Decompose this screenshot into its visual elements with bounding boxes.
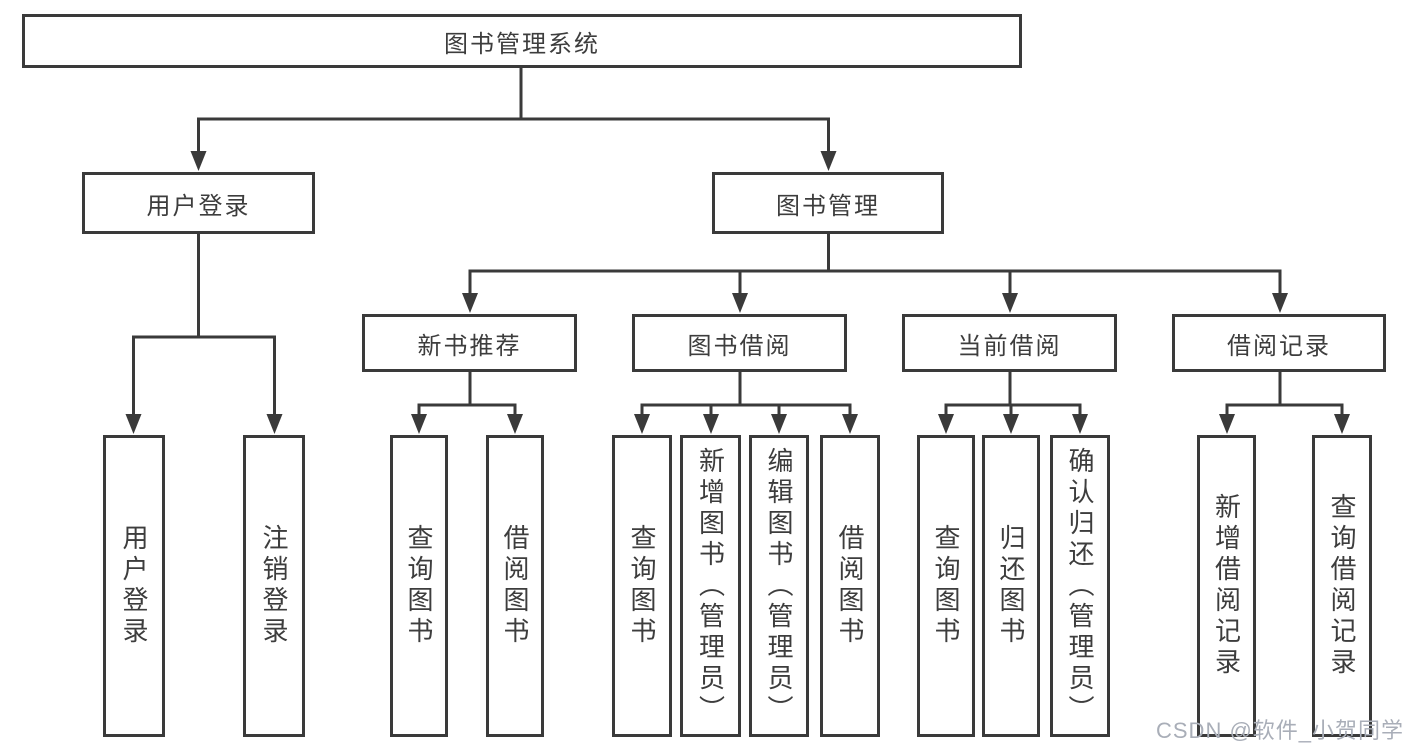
node-label: 查询图书 (931, 524, 961, 648)
node-label: 图书管理系统 (444, 30, 600, 58)
leaf-logout: 注销登录 (243, 435, 305, 737)
node-root-system: 图书管理系统 (22, 14, 1022, 68)
leaf-user-login: 用户登录 (103, 435, 165, 737)
node-label: 查询借阅记录 (1327, 493, 1357, 679)
node-label: 查询图书 (404, 524, 434, 648)
leaf-confirm-return-admin: 确认归还（管理员） (1050, 435, 1110, 737)
node-label: 查询图书 (627, 524, 657, 648)
node-book-borrow: 图书借阅 (632, 314, 847, 372)
leaf-query-books-current: 查询图书 (917, 435, 975, 737)
node-user-login: 用户登录 (82, 172, 315, 234)
leaf-borrow-books-recommend: 借阅图书 (486, 435, 544, 737)
leaf-add-borrow-record: 新增借阅记录 (1197, 435, 1256, 737)
node-label: 图书管理 (776, 192, 880, 220)
csdn-watermark: CSDN @软件_小贺同学 (1156, 718, 1405, 743)
node-new-book-recommend: 新书推荐 (362, 314, 577, 372)
node-label: 借阅图书 (500, 524, 530, 648)
node-label: 新书推荐 (417, 332, 522, 360)
node-label: 归还图书 (996, 524, 1026, 648)
leaf-borrow-books: 借阅图书 (820, 435, 880, 737)
leaf-return-books: 归还图书 (982, 435, 1040, 737)
node-current-borrow: 当前借阅 (902, 314, 1117, 372)
node-label: 新增图书（管理员） (695, 446, 726, 726)
node-label: 图书借阅 (687, 332, 792, 360)
leaf-query-borrow-record: 查询借阅记录 (1312, 435, 1372, 737)
node-label: 借阅记录 (1227, 332, 1331, 360)
node-label: 确认归还（管理员） (1065, 446, 1095, 726)
node-label: 新增借阅记录 (1211, 493, 1242, 679)
node-label: 注销登录 (259, 524, 289, 648)
leaf-add-book-admin: 新增图书（管理员） (680, 435, 741, 737)
node-book-management: 图书管理 (712, 172, 944, 234)
node-label: 当前借阅 (957, 332, 1062, 360)
node-label: 用户登录 (119, 524, 149, 648)
leaf-query-books-borrow: 查询图书 (612, 435, 672, 737)
node-label: 用户登录 (146, 192, 251, 220)
node-label: 编辑图书（管理员） (764, 446, 794, 726)
node-borrow-records: 借阅记录 (1172, 314, 1386, 372)
node-label: 借阅图书 (835, 524, 865, 648)
leaf-edit-book-admin: 编辑图书（管理员） (749, 435, 809, 737)
leaf-query-books-recommend: 查询图书 (390, 435, 448, 737)
